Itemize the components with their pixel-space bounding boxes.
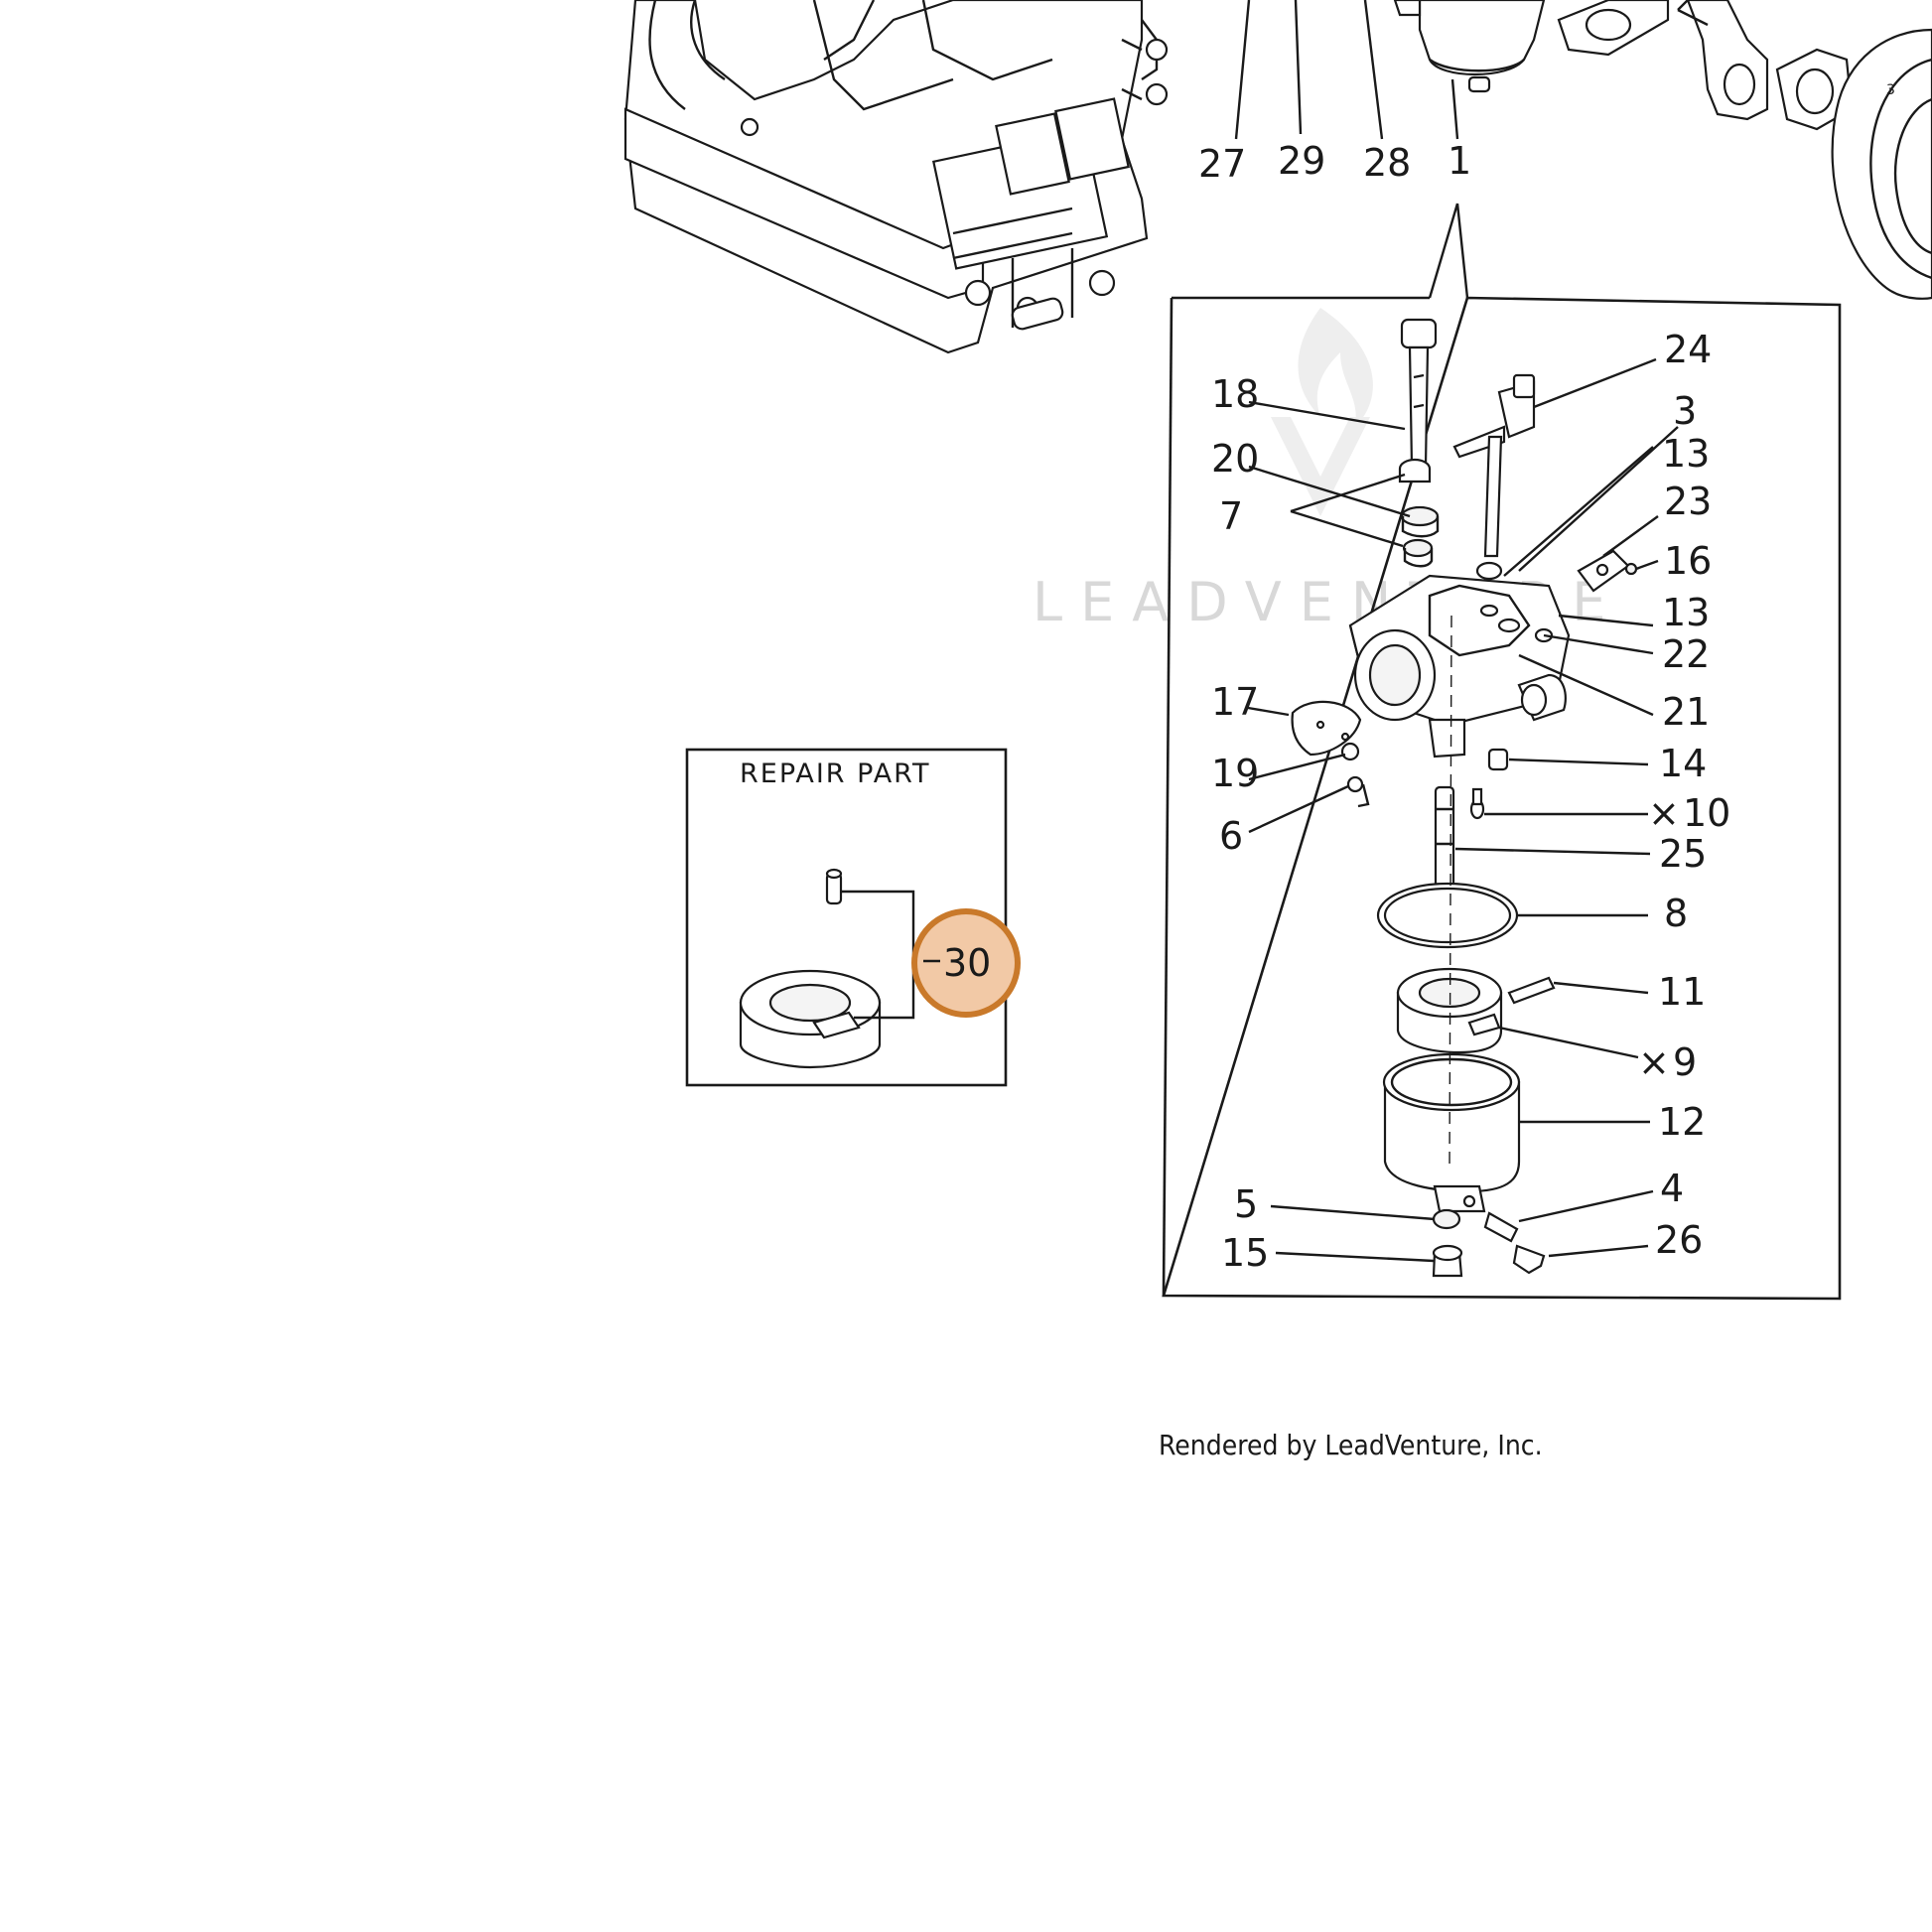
callout-1: 1 (1448, 139, 1471, 183)
callout-10: 10 (1683, 791, 1730, 835)
callout-17: 17 (1211, 680, 1259, 724)
callout-12: 12 (1658, 1100, 1706, 1144)
svg-text:3: 3 (1886, 82, 1895, 98)
callout-7: 7 (1219, 494, 1243, 538)
callout-10-cross: × (1648, 791, 1680, 835)
callout-5: 5 (1234, 1182, 1258, 1226)
callout-13a: 13 (1662, 432, 1710, 476)
callout-23: 23 (1664, 480, 1712, 523)
callout-13b: 13 (1662, 591, 1710, 634)
float-drawing (1396, 967, 1556, 1054)
float-bowl-gasket-drawing (1376, 882, 1519, 949)
callout-20: 20 (1211, 437, 1259, 481)
highlight-ring-30[interactable] (911, 908, 1021, 1018)
callout-28: 28 (1363, 141, 1411, 185)
callout-26: 26 (1655, 1218, 1703, 1262)
watermark-logo-icon (1271, 308, 1373, 516)
callout-27: 27 (1198, 142, 1246, 186)
idle-jet-drawing (1398, 458, 1440, 568)
rendered-by-credit: Rendered by LeadVenture, Inc. (1159, 1429, 1543, 1461)
callout-3: 3 (1673, 389, 1697, 433)
leader-lines (1247, 357, 1679, 1263)
callout-11: 11 (1658, 970, 1706, 1014)
carburetor-top-drawing (1393, 0, 1546, 93)
engine-block-drawing (623, 0, 1169, 354)
float-bowl-drawing (1382, 1052, 1521, 1213)
callout-16: 16 (1664, 539, 1712, 583)
main-jet-drawing (1469, 748, 1509, 820)
choke-plate-drawing (1291, 700, 1370, 808)
air-cleaner-drawing: 3 (1831, 28, 1932, 300)
callout-15: 15 (1221, 1231, 1269, 1275)
callout-25: 25 (1659, 832, 1707, 876)
flange-gasket-drawing (1557, 0, 1854, 131)
callout-9: 9 (1673, 1040, 1697, 1084)
callout-30[interactable]: 30 (943, 941, 991, 985)
carburetor-body-drawing (1348, 561, 1571, 759)
callout-18: 18 (1211, 372, 1259, 416)
callout-24: 24 (1664, 328, 1712, 371)
float-part-drawing (739, 969, 882, 1069)
callout-14: 14 (1659, 742, 1707, 785)
carburetor-exploded-view: 24 18 3 13 20 23 7 16 13 22 17 21 19 14 … (1162, 296, 1842, 1301)
callout-8: 8 (1664, 892, 1688, 935)
callout-6: 6 (1219, 814, 1243, 858)
callout-9-cross: × (1638, 1040, 1670, 1084)
callout-19: 19 (1211, 752, 1259, 795)
callout-29: 29 (1278, 139, 1325, 183)
repair-part-inset: REPAIR PART 30 (685, 748, 1021, 1087)
callout-21: 21 (1662, 690, 1710, 734)
jet-part-drawing (825, 868, 843, 905)
callout-22: 22 (1662, 632, 1710, 676)
callout-4: 4 (1660, 1167, 1684, 1210)
throttle-shaft-drawing (1452, 373, 1536, 558)
top-callouts: 27 29 28 1 (1198, 0, 1471, 299)
repair-part-title: REPAIR PART (740, 759, 930, 789)
choke-shaft-drawing (1400, 318, 1438, 469)
